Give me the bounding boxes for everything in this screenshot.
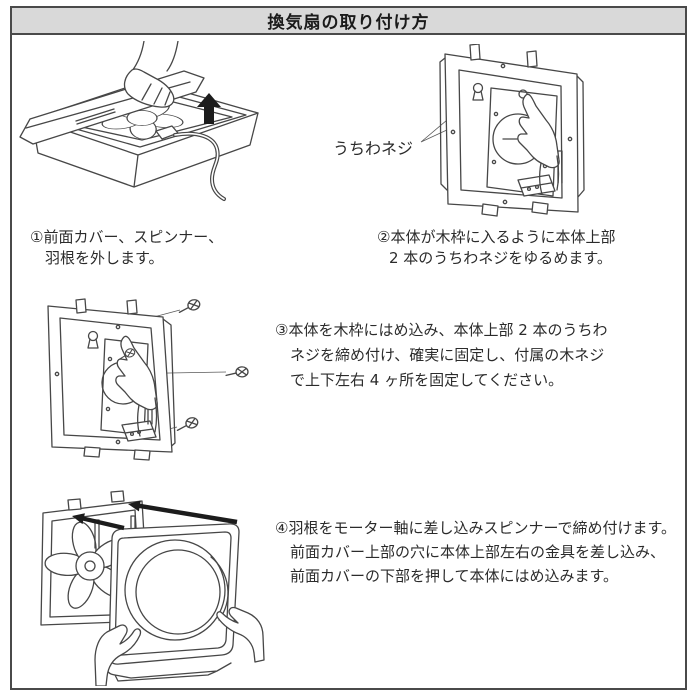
step-line: ③本体を木枠にはめ込み、本体上部 2 本のうちわ	[275, 321, 608, 339]
front-cover	[106, 523, 240, 682]
step-line: 前面カバーの下部を押して本体にはめ込みます。	[290, 567, 619, 585]
terminal-bracket	[517, 150, 563, 197]
fan-blade	[44, 521, 130, 609]
content-frame: 換気扇の取り付け方	[10, 6, 687, 690]
uchiwa-screw-tab	[526, 50, 538, 68]
step1-text: ①前面カバー、スピンナー、 羽根を外します。	[30, 227, 223, 269]
step3-illustration	[47, 297, 249, 461]
step4-text: ④羽根をモーター軸に差し込みスピンナーで締め付けます。 前面カバー上部の穴に本体…	[275, 516, 676, 588]
step-line: ④羽根をモーター軸に差し込みスピンナーで締め付けます。	[275, 519, 677, 537]
uchiwa-screw-tab	[126, 299, 138, 315]
step2-text: ②本体が木枠に入るように本体上部 2 本のうちわネジをゆるめます。	[377, 227, 615, 269]
title-bar: 換気扇の取り付け方	[12, 8, 685, 35]
step-line: 2 本のうちわネジをゆるめます。	[389, 249, 612, 267]
wood-screw-icon	[174, 415, 200, 433]
step-line: で上下左右 4 ヶ所を固定してください。	[290, 371, 564, 389]
fan-body-frame	[444, 44, 579, 217]
hand-illustration	[94, 624, 142, 686]
step-line: ①前面カバー、スピンナー、	[30, 228, 224, 246]
step-line: ②本体が木枠に入るように本体上部	[377, 228, 616, 246]
up-arrow-icon	[197, 93, 221, 124]
uchiwa-screw-tab	[75, 298, 87, 314]
uchiwa-screw-tab	[469, 44, 481, 61]
power-cord	[173, 131, 226, 201]
step2-illustration	[420, 44, 585, 217]
step4-illustration	[40, 490, 265, 686]
step-line: ネジを締め付け、確実に固定し、付属の木ネジ	[290, 346, 605, 364]
step3-text: ③本体を木枠にはめ込み、本体上部 2 本のうちわ ネジを締め付け、確実に固定し、…	[275, 318, 608, 393]
step1-illustration	[19, 41, 259, 201]
keyhole-slot	[87, 330, 99, 349]
fan-body-frame	[47, 298, 173, 461]
step-line: 前面カバー上部の穴に本体上部左右の金具を差し込み、	[290, 543, 666, 561]
content-area: ①前面カバー、スピンナー、 羽根を外します。	[12, 35, 685, 686]
hand-illustration	[517, 93, 560, 195]
hand-illustration	[123, 41, 179, 108]
step-line: 羽根を外します。	[45, 249, 164, 267]
page-title: 換気扇の取り付け方	[267, 13, 430, 33]
cover-opening	[124, 539, 226, 641]
push-arrows-icon	[72, 500, 238, 531]
wood-screw-icon	[225, 366, 249, 379]
uchiwa-screw-label: うちわネジ	[333, 139, 414, 158]
hand-illustration	[216, 606, 265, 663]
wood-screw-icon	[176, 297, 202, 315]
